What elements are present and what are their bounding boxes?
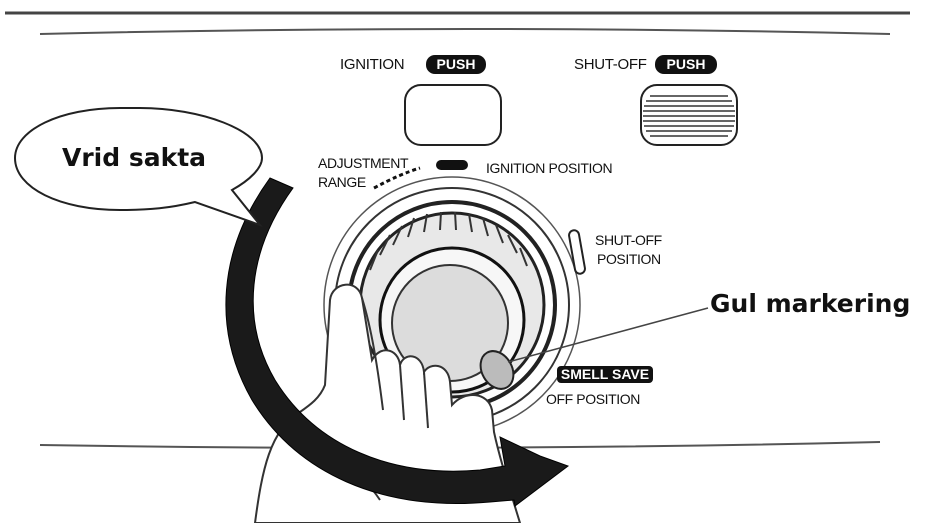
adjustment-range-line2: RANGE — [318, 174, 366, 190]
clockwise-arrow-icon — [225, 177, 570, 507]
smell-save-badge — [557, 366, 653, 383]
yellow-marking-callout: Gul markering — [710, 289, 910, 318]
shutoff-button[interactable] — [640, 84, 738, 146]
ignition-position-mark — [436, 160, 468, 170]
ignition-button[interactable] — [404, 84, 502, 146]
ignition-push-pill — [426, 55, 486, 74]
adjustment-range-line1: ADJUSTMENT — [318, 155, 409, 171]
turn-slowly-bubble: Vrid sakta — [13, 107, 264, 228]
shutoff-position-line1: SHUT-OFF — [595, 232, 662, 248]
ignition-label: IGNITION — [340, 56, 404, 73]
yellow-marking-indicator — [479, 350, 515, 390]
shutoff-push-pill — [655, 55, 717, 74]
yellow-marking-leader — [507, 307, 709, 363]
shutoff-label: SHUT-OFF — [574, 56, 647, 73]
shutoff-push-text: PUSH — [667, 56, 706, 72]
panel-upper-curve — [39, 28, 891, 35]
ignition-push-text: PUSH — [437, 56, 476, 72]
ignition-position-label: IGNITION POSITION — [486, 160, 612, 176]
adjustment-range-marks — [373, 166, 421, 190]
off-position-label: OFF POSITION — [546, 391, 640, 407]
knob-icon — [369, 211, 528, 271]
smell-save-text: SMELL SAVE — [561, 366, 649, 382]
turn-slowly-callout: Vrid sakta — [62, 143, 206, 172]
shutoff-position-line2: POSITION — [597, 251, 661, 267]
shutoff-position-mark — [568, 229, 586, 275]
